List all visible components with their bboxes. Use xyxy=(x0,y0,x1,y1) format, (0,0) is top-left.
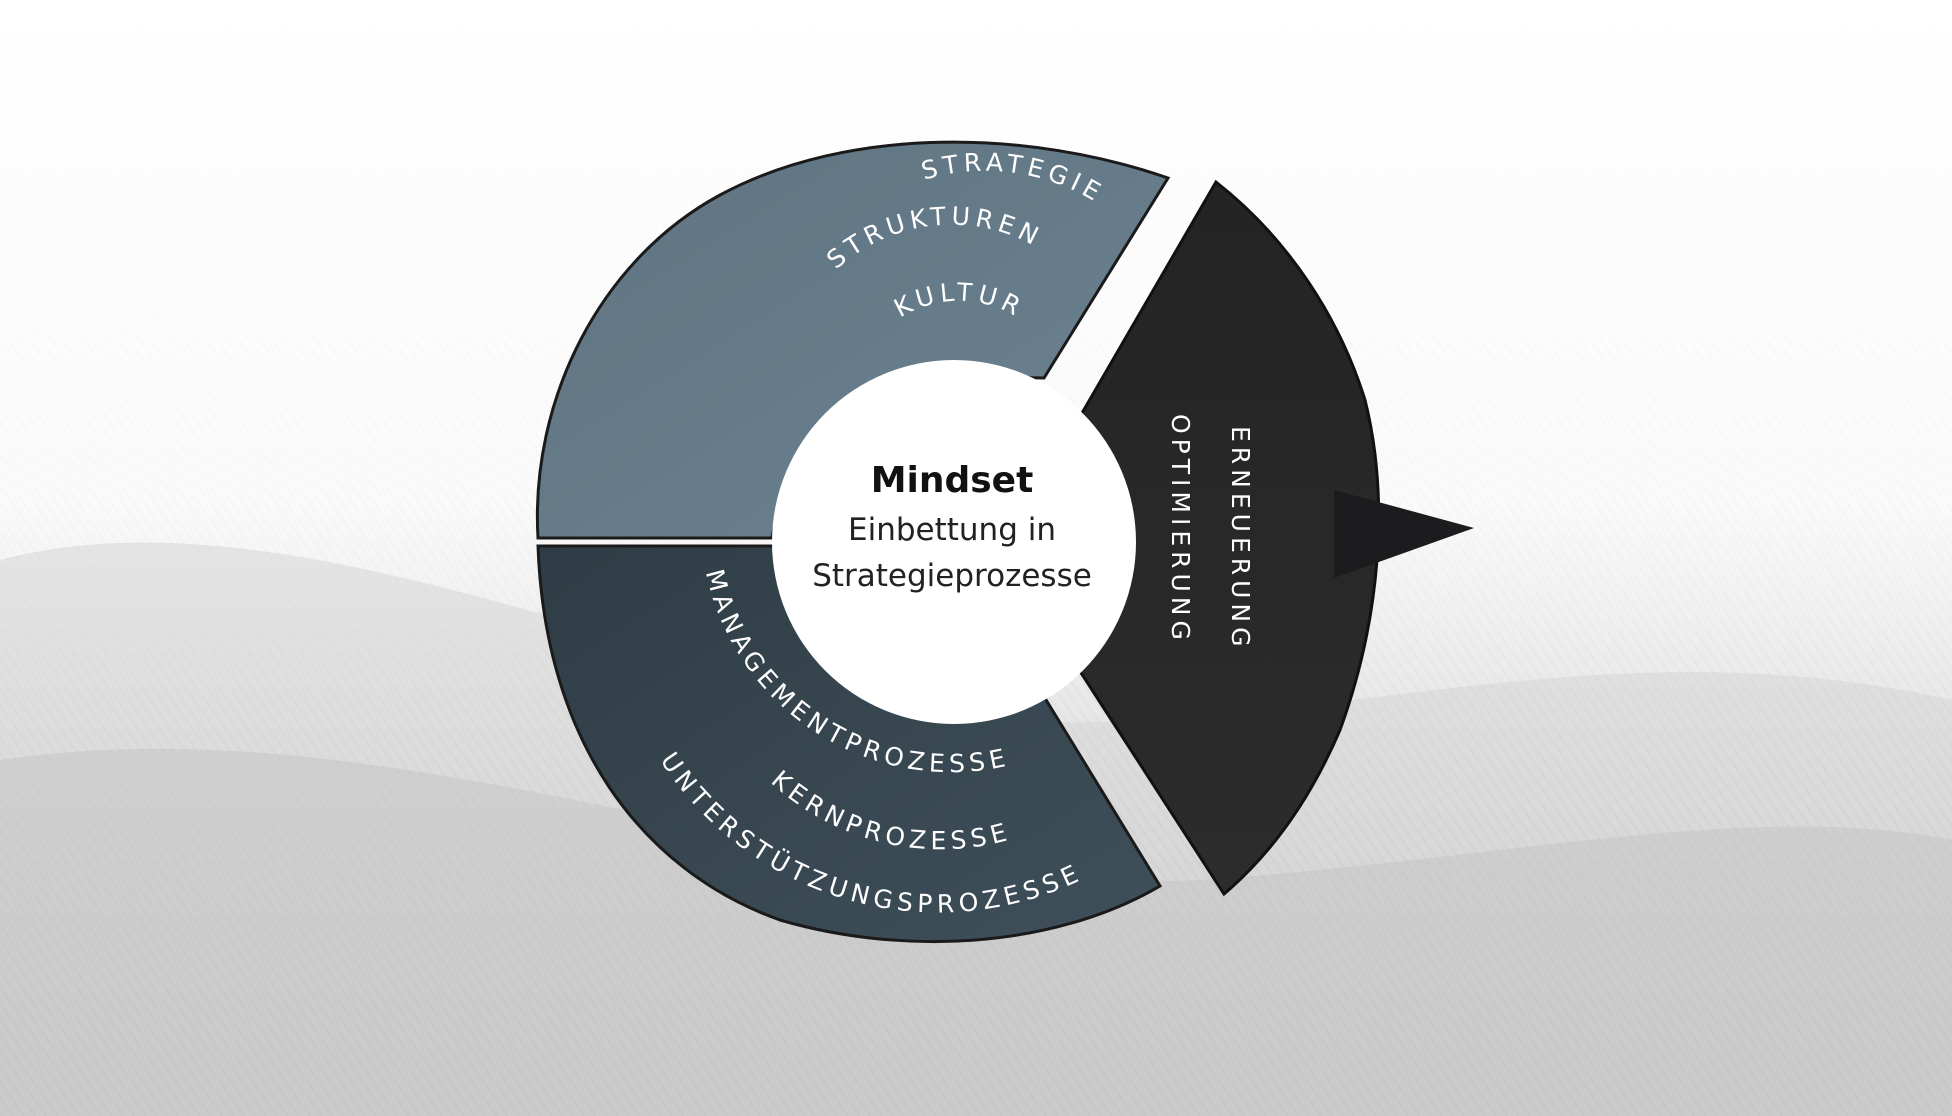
label-optimierung: OPTIMIERUNG xyxy=(1166,414,1195,645)
center-title: Mindset xyxy=(871,460,1034,501)
center-line-1: Einbettung in xyxy=(848,512,1056,548)
label-erneuerung: ERNEUERUNG xyxy=(1226,426,1255,652)
arrow-pointer xyxy=(1334,490,1474,578)
center-circle xyxy=(772,360,1136,724)
center-line-2: Strategieprozesse xyxy=(812,558,1092,594)
